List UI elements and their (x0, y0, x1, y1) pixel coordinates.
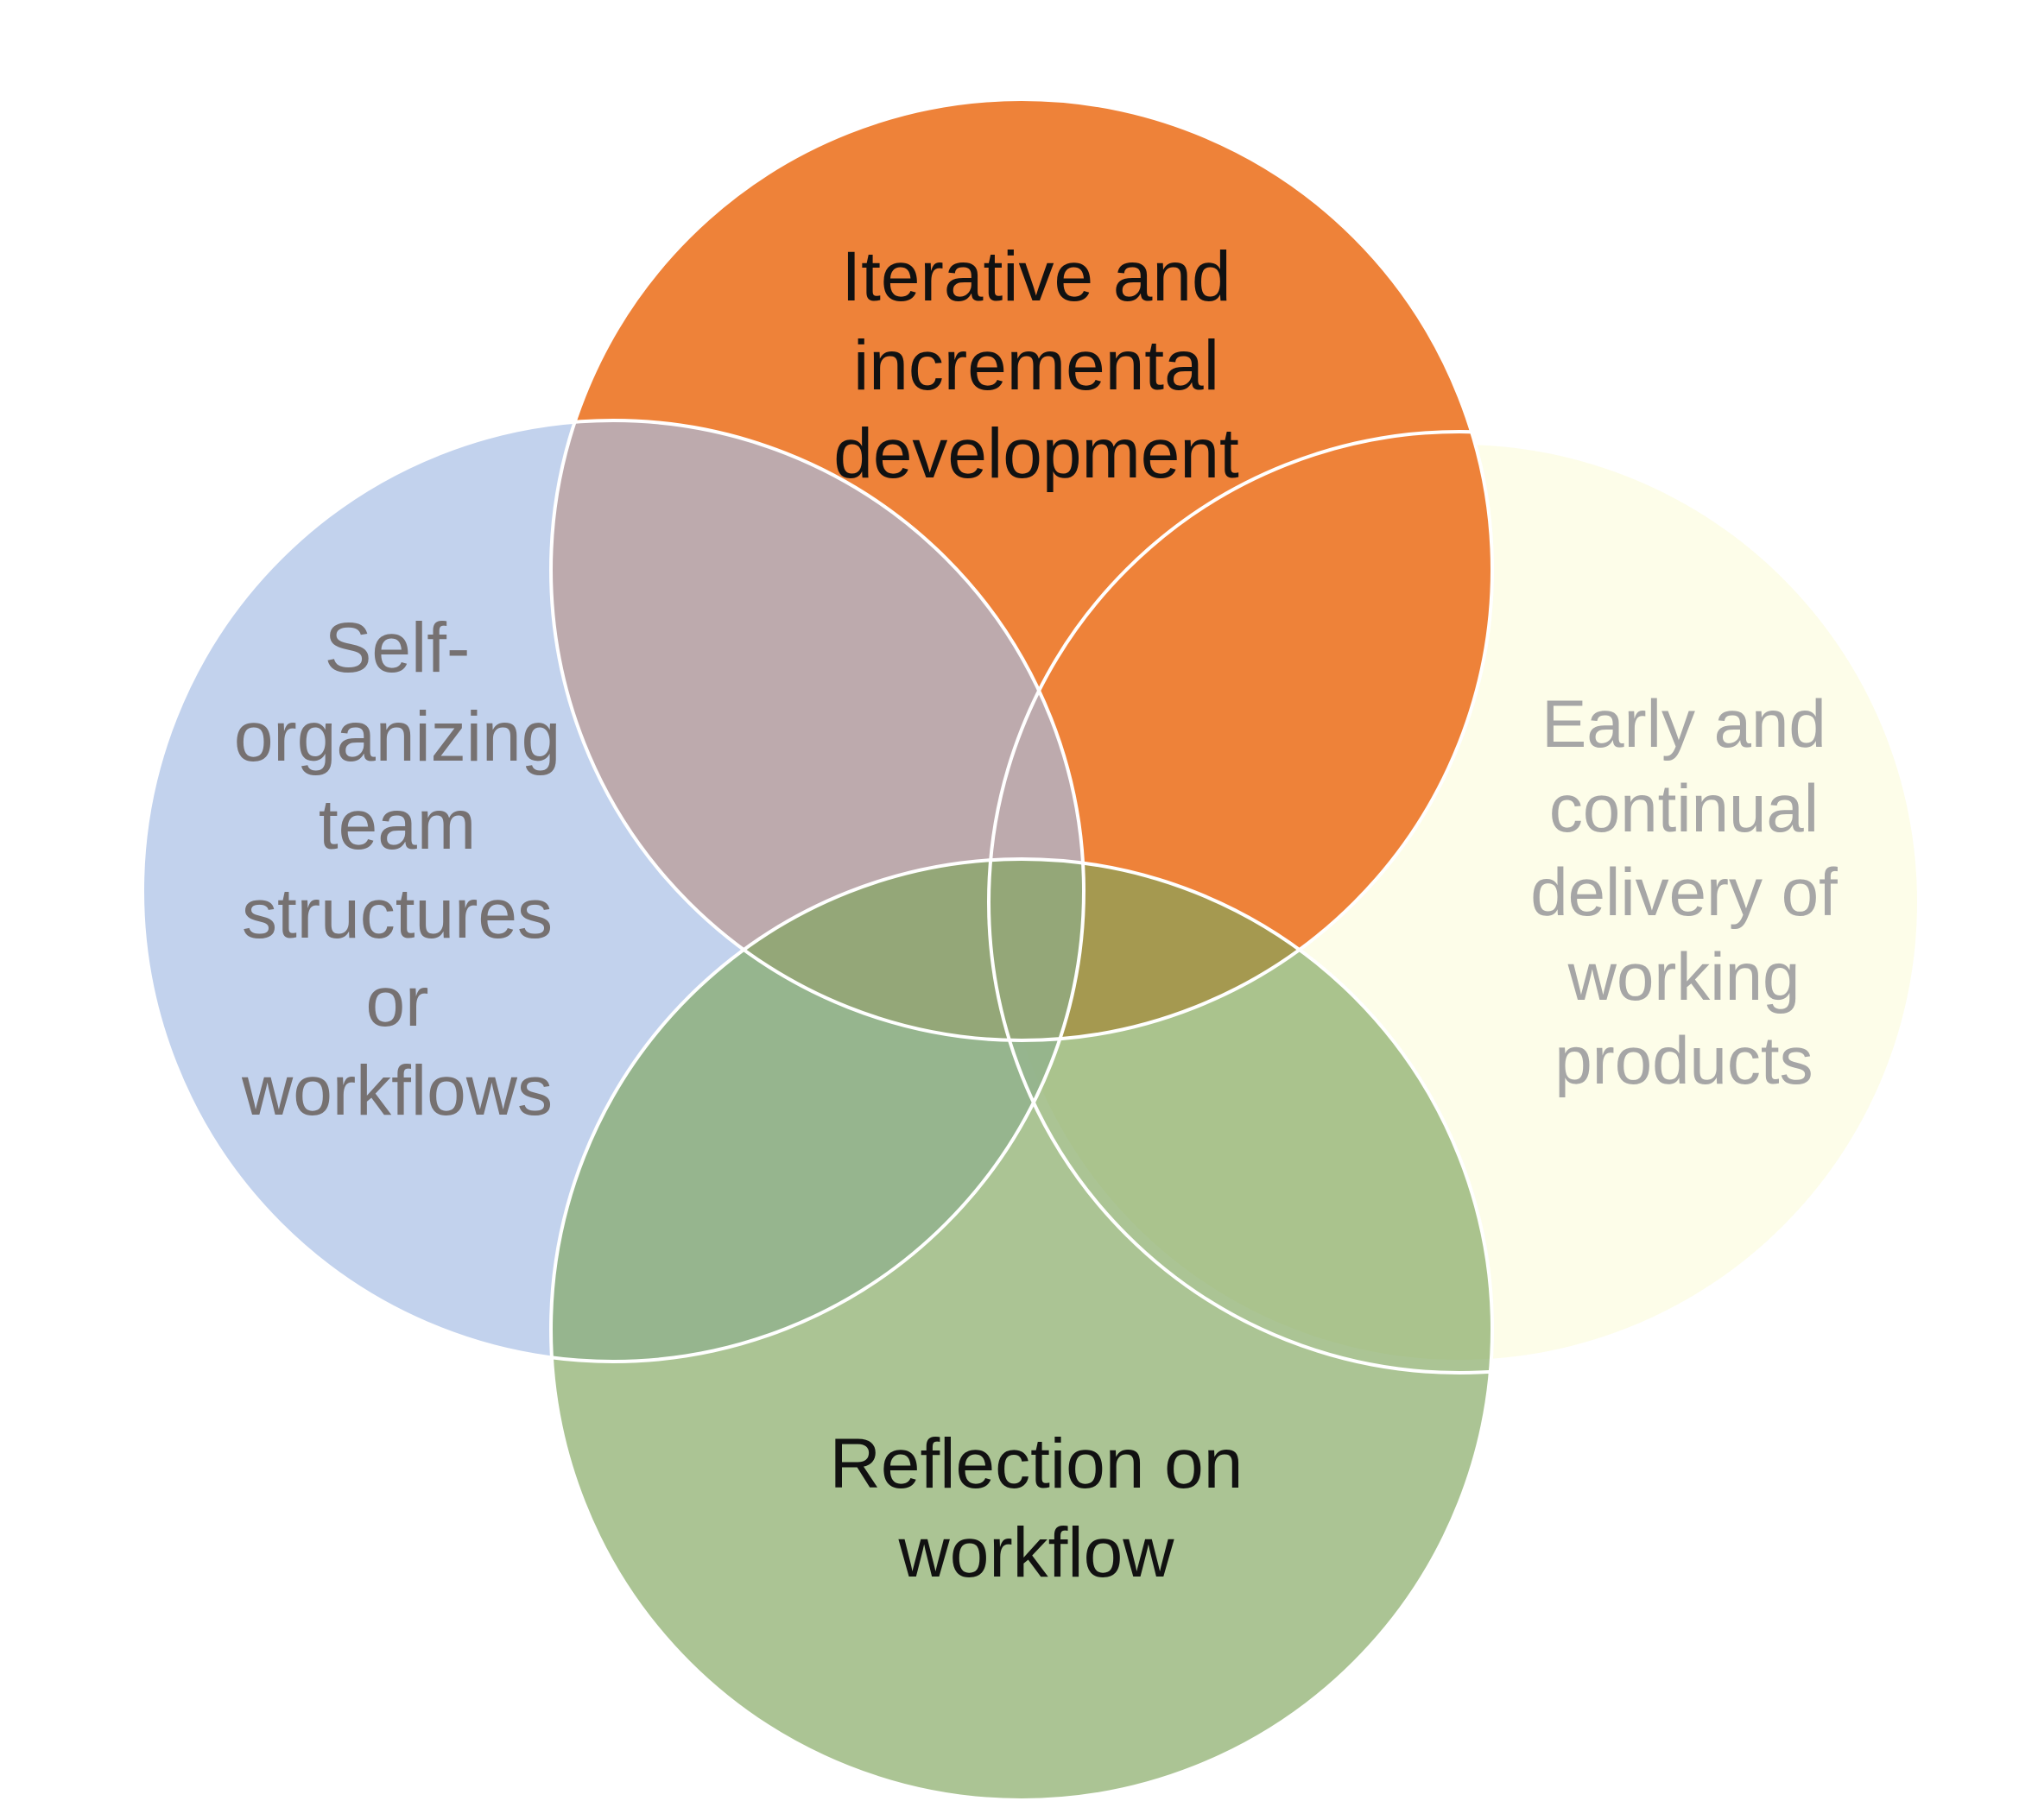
label-early-delivery: Early and continual delivery of working … (1530, 686, 1838, 1098)
outline-left (141, 419, 1085, 1363)
outline-right (987, 430, 1932, 1374)
label-reflection-workflow: Reflection on workflow (829, 1425, 1244, 1592)
label-self-organizing-teams: Self- organizing team structures or work… (233, 609, 561, 1130)
outline-top (549, 98, 1494, 1042)
label-iterative-development: Iterative and incremental development (833, 237, 1239, 493)
circle-bottom (551, 859, 1492, 1800)
circle-outlines (141, 98, 1932, 1802)
outline-bottom (549, 857, 1494, 1802)
